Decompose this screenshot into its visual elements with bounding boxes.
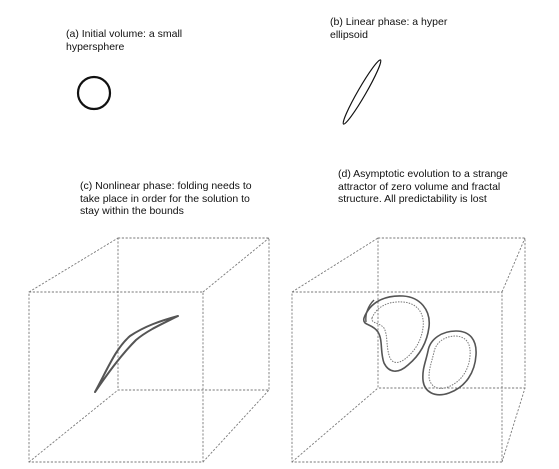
caption-nonlinear-phase: (c) Nonlinear phase: folding needs to ta… bbox=[80, 180, 252, 217]
cube-asymptotic bbox=[291, 237, 526, 463]
strange-attractor-right-lobe bbox=[422, 330, 477, 396]
hypersphere-circle bbox=[76, 75, 112, 111]
caption-asymptotic-evolution: (d) Asymptotic evolution to a strange at… bbox=[338, 168, 508, 205]
hyper-ellipsoid bbox=[342, 59, 382, 125]
folded-trajectory bbox=[94, 315, 179, 393]
caption-initial-volume: (a) Initial volume: a small hypersphere bbox=[66, 28, 183, 53]
caption-linear-phase: (b) Linear phase: a hyper ellipsoid bbox=[330, 16, 448, 41]
strange-attractor-left-lobe bbox=[362, 295, 430, 372]
cube-nonlinear bbox=[28, 237, 270, 463]
